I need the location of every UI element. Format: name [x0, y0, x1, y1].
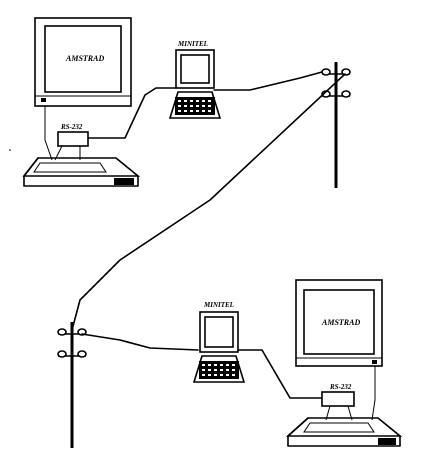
top-rs232-modem: RS-232 [54, 87, 177, 161]
bottom-minitel-terminal: MINITEL [81, 301, 323, 399]
top-rs232-label: RS-232 [60, 123, 83, 131]
bottom-rs232-label: RS-232 [329, 383, 352, 391]
top-utility-pole [321, 62, 351, 188]
top-amstrad-computer: AMSTRAD [22, 17, 141, 187]
bottom-rs232-modem: RS-232 [321, 383, 355, 421]
speck [9, 149, 11, 151]
bottom-minitel-label: MINITEL [203, 301, 234, 309]
top-amstrad-label: AMSTRAD [65, 54, 104, 63]
bottom-utility-pole [57, 322, 87, 448]
top-minitel-label: MINITEL [177, 40, 208, 48]
top-minitel-terminal: MINITEL [168, 40, 323, 119]
bottom-amstrad-label: AMSTRAD [321, 318, 360, 327]
bottom-amstrad-computer: AMSTRAD [285, 279, 403, 447]
telephone-line [71, 73, 346, 331]
